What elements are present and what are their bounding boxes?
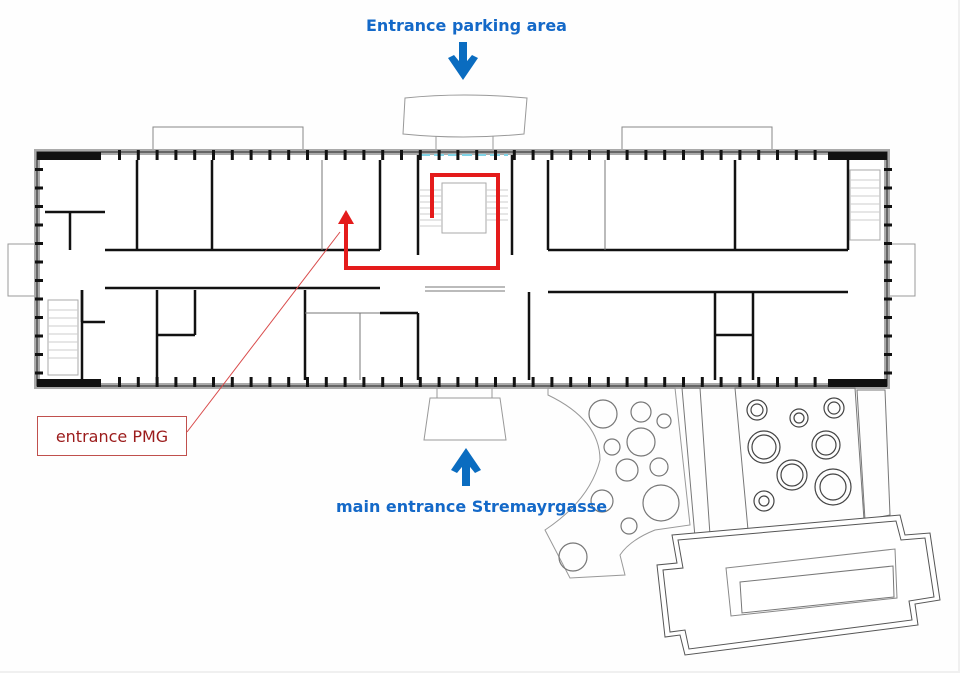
route-to-pmg [344,173,500,270]
route-arrowhead-icon [338,210,354,224]
annex-building [656,514,941,656]
arrow-up-icon [451,448,481,486]
arrow-down-icon [448,42,478,80]
pmg-entrance-callout: entrance PMG [37,416,187,456]
interior-walls [45,155,850,380]
south-canopy [423,388,507,441]
pmg-entrance-label: entrance PMG [55,426,169,446]
side-stair-treads [48,179,880,359]
light-walls [305,160,606,380]
side-stubs [7,243,916,297]
callout-leader-line [186,231,341,433]
courtyard-circles-east [746,397,852,512]
north-canopy [402,94,528,152]
courtyard-west [544,387,691,579]
courtyard-east [681,387,891,538]
courtyard-circles-west [558,399,680,572]
main-entrance-label: main entrance Stremayrgasse [336,497,608,516]
parking-entrance-label: Entrance parking area [366,16,567,35]
